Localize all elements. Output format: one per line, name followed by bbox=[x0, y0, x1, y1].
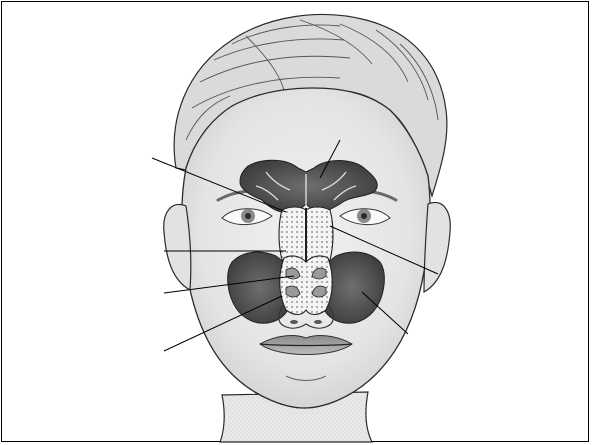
nasal-cavity bbox=[280, 256, 333, 315]
right-ear bbox=[424, 202, 450, 292]
left-ear bbox=[164, 204, 191, 290]
